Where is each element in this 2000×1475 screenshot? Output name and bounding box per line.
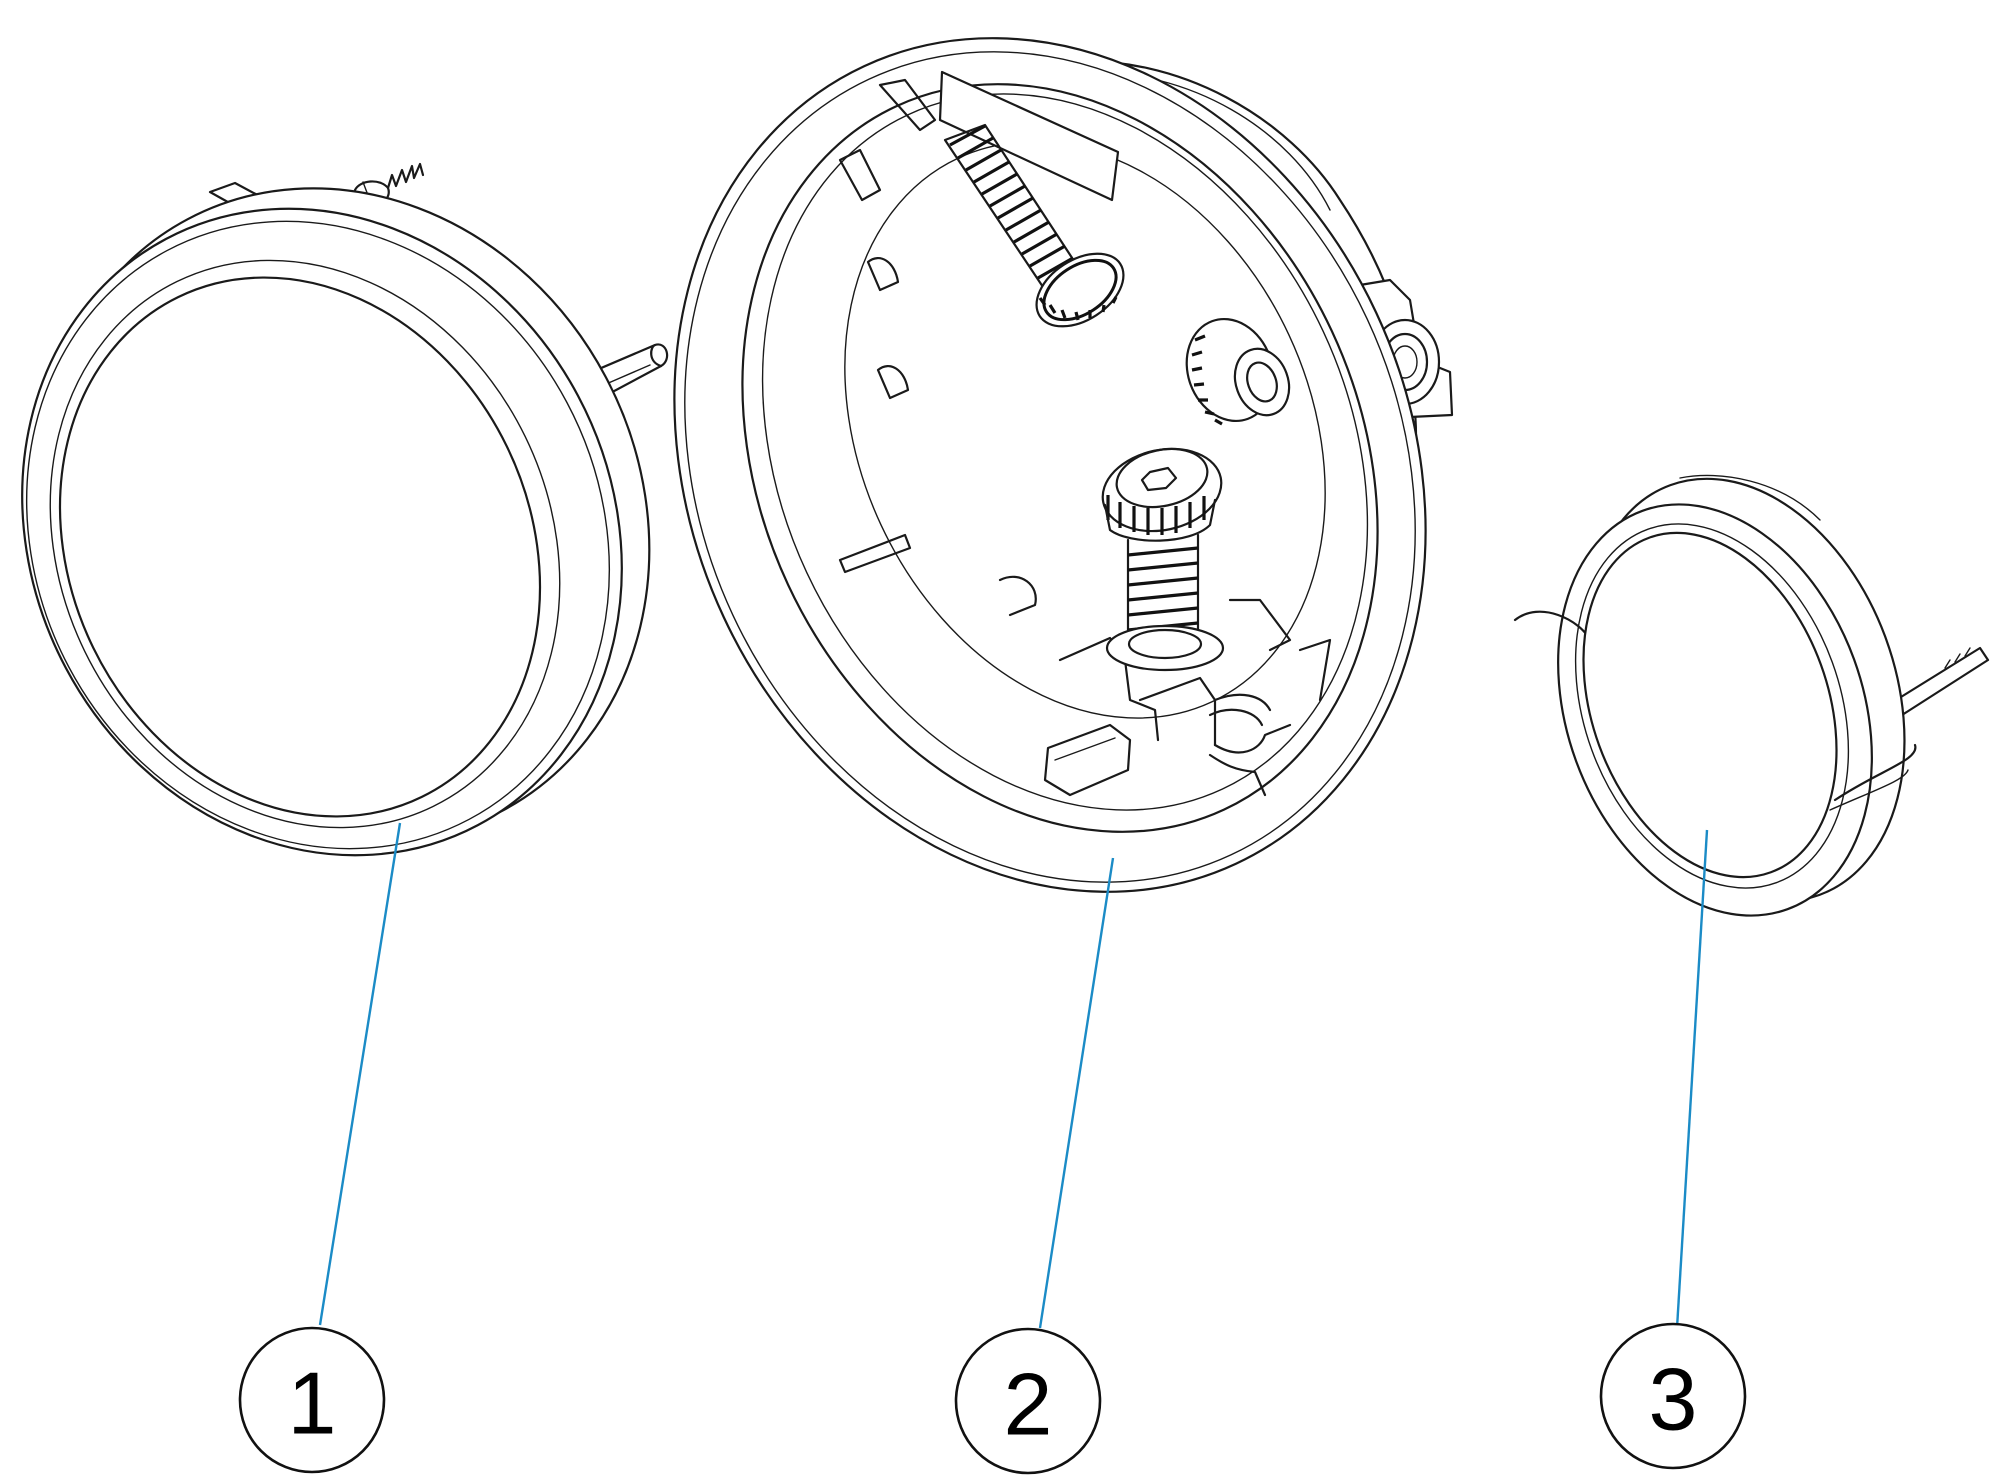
leader-lines xyxy=(318,822,1709,1329)
callout-1: 1 xyxy=(238,1326,386,1474)
leader-line-2 xyxy=(1038,857,1115,1329)
part-2-housing xyxy=(673,37,1454,893)
part-1-glass xyxy=(58,276,542,818)
part-2-top-plate xyxy=(938,70,1120,202)
callout-circle-2 xyxy=(954,1327,1102,1475)
leader-line-1 xyxy=(318,822,402,1326)
part-1-lens-disc xyxy=(21,162,669,857)
callout-2: 2 xyxy=(954,1327,1102,1475)
leader-line-3 xyxy=(1675,829,1709,1329)
callout-label-1: 1 xyxy=(288,1354,337,1453)
part-2-inner-clips xyxy=(838,78,1332,797)
part-2-upper-screw xyxy=(943,123,1125,328)
callout-label-2: 2 xyxy=(1004,1355,1053,1454)
callout-circle-1 xyxy=(238,1326,386,1474)
part-3-glass xyxy=(1582,531,1838,879)
part-2-center-screw xyxy=(1101,447,1225,672)
callout-3: 3 xyxy=(1599,1322,1747,1470)
part-2-adjustment-knob xyxy=(1185,317,1291,426)
callout-circle-3 xyxy=(1599,1322,1747,1470)
part-3-small-cap xyxy=(1513,474,1990,917)
callout-label-3: 3 xyxy=(1649,1350,1698,1449)
